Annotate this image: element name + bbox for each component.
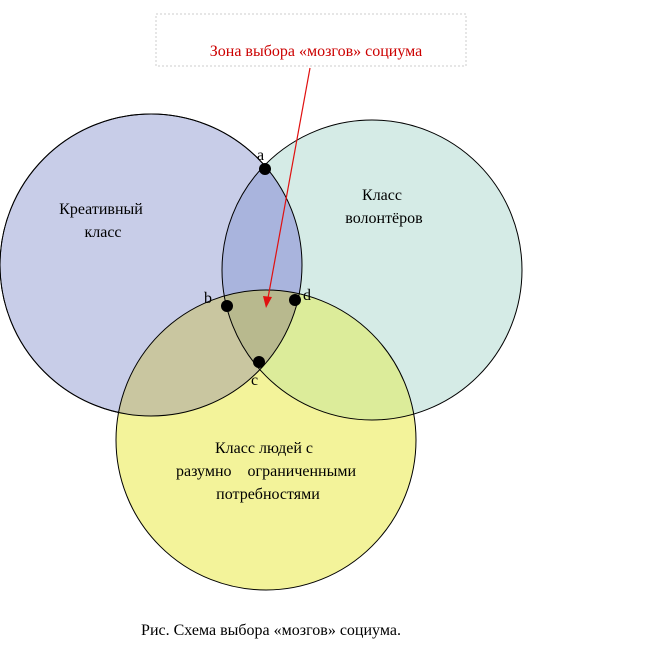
point-d-label: d — [303, 287, 311, 304]
zone-label-frame — [155, 13, 467, 67]
zone-label: Зона выбора «мозгов» социума — [210, 43, 423, 60]
figure-caption: Рис. Схема выбора «мозгов» социума. — [141, 622, 401, 639]
rational-class-label-line-2: разумно ограниченными — [176, 463, 357, 480]
point-a-label: a — [257, 147, 264, 164]
point-b-label: b — [204, 290, 212, 307]
point-b-marker — [221, 300, 233, 312]
volunteers-class-label-line-2: волонтёров — [345, 210, 423, 227]
rational-class-outline — [115, 289, 417, 591]
rational-class-label-line-1: Класс людей с — [215, 440, 313, 457]
zone-arrow-line — [267, 67, 311, 299]
point-a-marker — [259, 163, 271, 175]
point-c-label: c — [251, 372, 258, 389]
overlap-volunteers-rational — [222, 290, 416, 420]
rational-class-label: Класс людей с разумно ограниченными потр… — [0, 0, 376, 503]
volunteers-class-label: Класс волонтёров — [345, 187, 423, 227]
creative-class-label: Креативный класс — [59, 201, 147, 241]
creative-class-outline — [0, 113, 303, 417]
creative-class-label-line-2: класс — [84, 224, 121, 241]
rational-class-label-line-3: потребностями — [216, 486, 320, 503]
point-d-marker — [289, 294, 301, 306]
zone-arrow-head — [263, 296, 272, 308]
point-c-marker — [253, 356, 265, 368]
volunteers-class-outline — [221, 119, 523, 421]
creative-class-label-line-1: Креативный — [59, 201, 143, 218]
volunteers-class-label-line-1: Класс — [362, 187, 402, 204]
overlap-creative-rational — [116, 290, 302, 416]
